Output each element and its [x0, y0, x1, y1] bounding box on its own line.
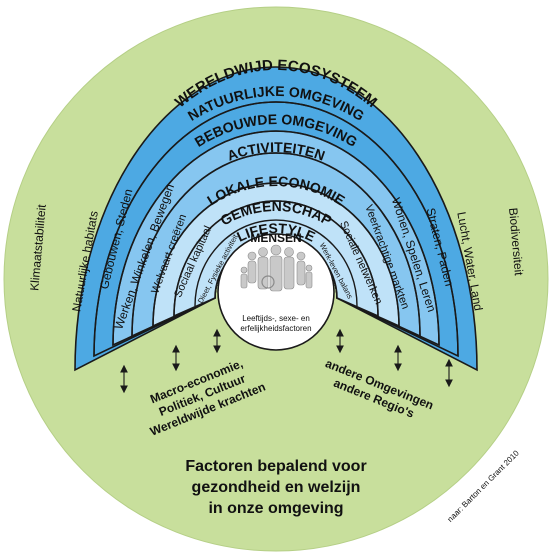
- diagram-title-line1: Factoren bepalend voor: [185, 458, 366, 475]
- diagram-title-line2: gezondheid en welzijn: [192, 479, 361, 496]
- ring-title-people: MENSEN: [250, 231, 301, 245]
- ring-dividers: [93, 101, 459, 357]
- influence-arrows: [120, 328, 453, 394]
- diagram-title-line3: in onze omgeving: [208, 500, 343, 517]
- people-silhouettes: [240, 244, 313, 292]
- people-caption-line1: Leeftijds-, sexe- en: [242, 314, 310, 323]
- people-caption-line2: erfelijkheidsfactoren: [240, 324, 311, 333]
- label-biodiversity: Biodiversiteit: [506, 207, 526, 277]
